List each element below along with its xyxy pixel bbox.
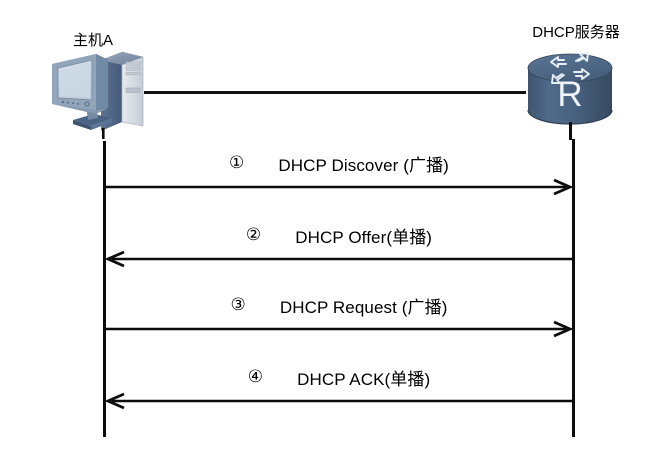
message-arrow-4-left xyxy=(104,392,574,410)
message-text-4: DHCP ACK(单播) xyxy=(297,369,431,389)
message-label-4: ④ DHCP ACK(单播) xyxy=(104,364,574,390)
lifeline-server xyxy=(572,139,575,437)
message-row-1: ① DHCP Discover (广播) xyxy=(104,150,574,196)
message-label-1: ① DHCP Discover (广播) xyxy=(104,150,574,176)
message-text-3: DHCP Request (广播) xyxy=(279,297,448,317)
message-row-3: ③ DHCP Request (广播) xyxy=(104,292,574,338)
host-node-label: 主机A xyxy=(72,32,113,49)
message-number-1: ① xyxy=(229,153,245,172)
message-number-3: ③ xyxy=(230,295,246,314)
message-row-2: ② DHCP Offer(单播) xyxy=(104,222,574,268)
message-text-2: DHCP Offer(单播) xyxy=(295,227,433,247)
router-icon: R xyxy=(522,48,630,140)
message-label-3: ③ DHCP Request (广播) xyxy=(104,292,574,318)
desktop-computer-icon xyxy=(46,48,150,140)
message-arrow-3-right xyxy=(104,320,574,338)
message-label-2: ② DHCP Offer(单播) xyxy=(104,222,574,248)
server-node-label: DHCP服务器 xyxy=(532,24,620,41)
message-number-4: ④ xyxy=(247,367,264,386)
message-arrow-2-left xyxy=(104,250,574,268)
message-number-2: ② xyxy=(245,225,262,244)
network-link-line xyxy=(144,91,526,94)
lifeline-host xyxy=(103,141,106,437)
message-row-4: ④ DHCP ACK(单播) xyxy=(104,364,574,410)
router-r-glyph: R xyxy=(557,75,582,114)
message-text-1: DHCP Discover (广播) xyxy=(278,155,449,175)
message-arrow-1-right xyxy=(104,178,574,196)
